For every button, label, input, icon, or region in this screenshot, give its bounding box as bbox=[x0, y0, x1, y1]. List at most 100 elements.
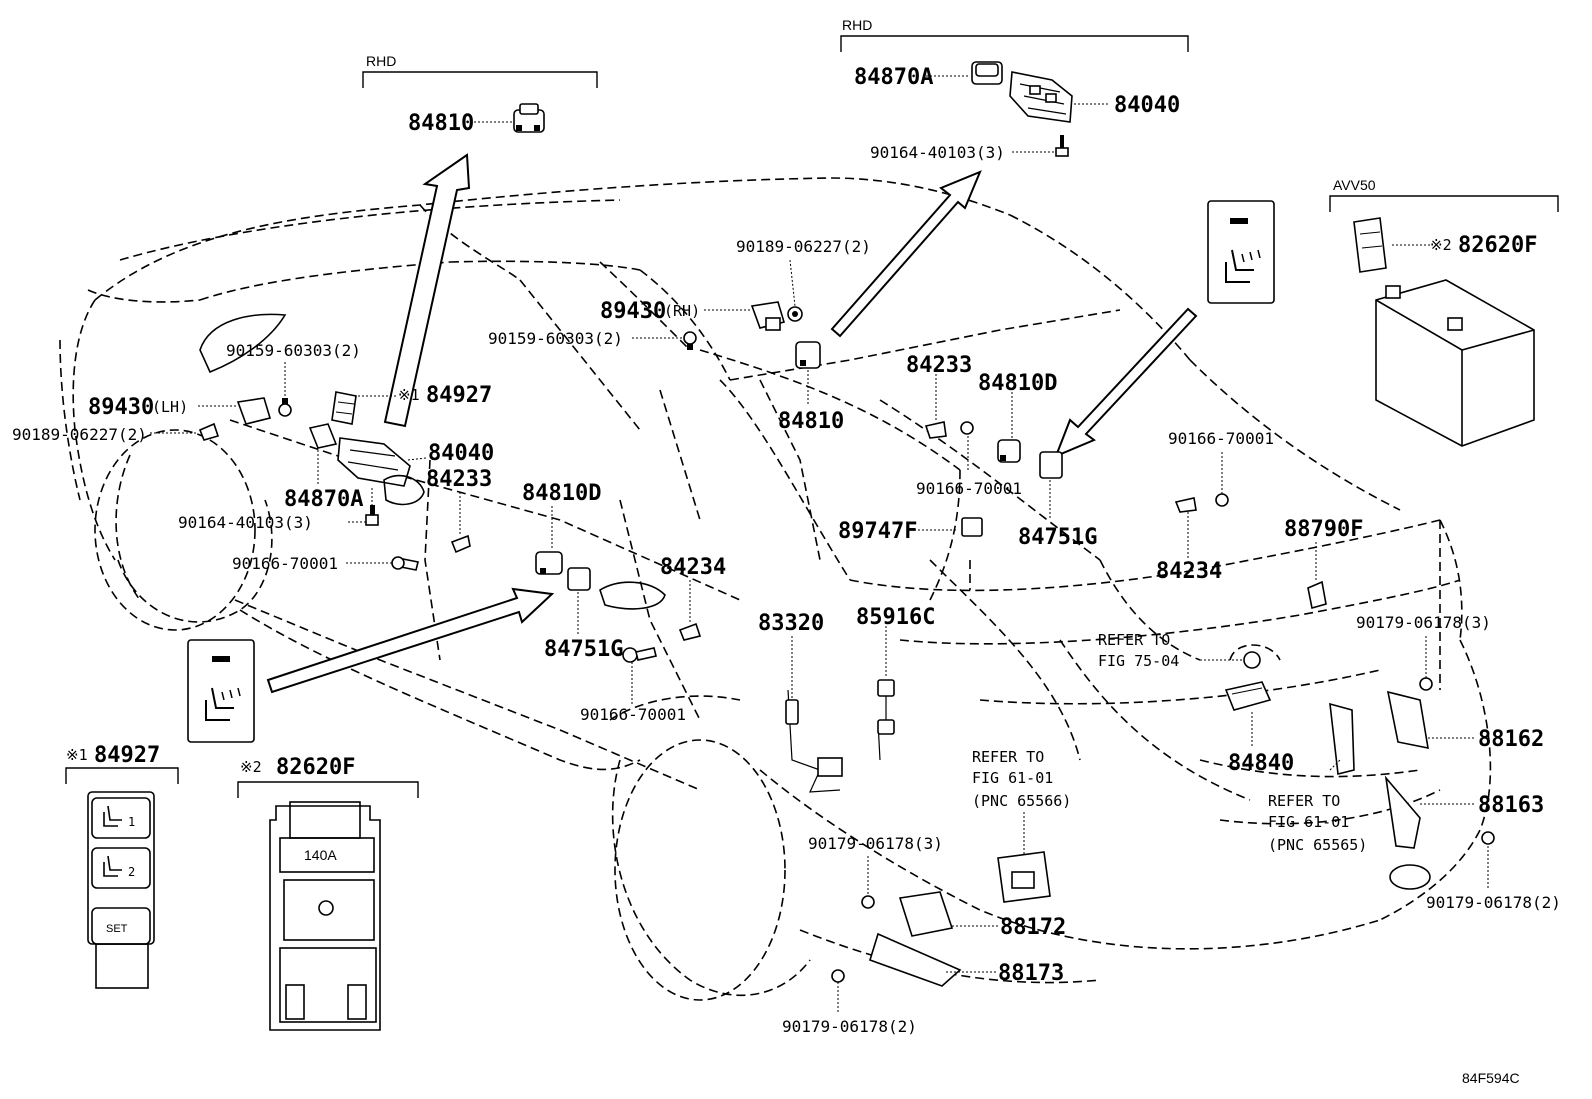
exhaust-tip bbox=[1389, 864, 1431, 890]
label-90179-2-right[interactable]: 90179-06178(2) bbox=[1426, 893, 1561, 912]
label-89430-rh[interactable]: 89430 bbox=[600, 299, 666, 324]
sensor-88172[interactable] bbox=[898, 851, 1051, 937]
inset2-title: 82620F bbox=[276, 755, 355, 780]
label-88173[interactable]: 88173 bbox=[998, 961, 1064, 986]
avv50-header: AVV50 bbox=[1333, 177, 1376, 193]
diagram-code: 84F594C bbox=[1462, 1070, 1520, 1086]
connector-85916C[interactable] bbox=[877, 679, 895, 761]
inset-82620F: ※2 82620F 140A bbox=[237, 755, 419, 1031]
label-84870A-top[interactable]: 84870A bbox=[854, 65, 933, 90]
label-90159-left[interactable]: 90159-60303(2) bbox=[226, 341, 361, 360]
switch-84810D-mid[interactable] bbox=[997, 439, 1021, 463]
label-90189-rh[interactable]: 90189-06227(2) bbox=[736, 237, 871, 256]
inset1-set-label: SET bbox=[106, 923, 128, 935]
sensor-89430-rh[interactable] bbox=[750, 301, 786, 331]
label-90164-left[interactable]: 90164-40103(3) bbox=[178, 513, 313, 532]
label-84927[interactable]: 84927 bbox=[426, 383, 492, 408]
master-switch-84040-left[interactable] bbox=[337, 437, 425, 506]
label-89747F[interactable]: 89747F bbox=[838, 519, 917, 544]
switch-84810D-left[interactable] bbox=[535, 551, 563, 575]
label-84810D-left[interactable]: 84810D bbox=[522, 481, 601, 506]
sensor-88162[interactable] bbox=[1386, 690, 1429, 750]
bracket-88163[interactable] bbox=[1329, 702, 1421, 849]
seat-heater-icon-left bbox=[187, 639, 255, 743]
bolt-90179-3-mid bbox=[861, 895, 875, 909]
label-89430-lh[interactable]: 89430 bbox=[88, 395, 154, 420]
relay-82620F[interactable] bbox=[1353, 217, 1387, 273]
label-84810-top[interactable]: 84810 bbox=[408, 111, 474, 136]
label-84810D-mid[interactable]: 84810D bbox=[978, 371, 1057, 396]
battery bbox=[1375, 279, 1535, 447]
switch-84751G-mid[interactable] bbox=[1039, 451, 1063, 479]
label-88172[interactable]: 88172 bbox=[1000, 915, 1066, 940]
ref-75-04: REFER TO FIG 75-04 bbox=[1098, 631, 1179, 670]
label-82620F[interactable]: 82620F bbox=[1458, 233, 1537, 258]
label-88790F[interactable]: 88790F bbox=[1284, 517, 1363, 542]
ref-61-01-a-line3: (PNC 65566) bbox=[972, 792, 1071, 810]
label-90166-right[interactable]: 90166-70001 bbox=[1168, 429, 1274, 448]
label-84040-left[interactable]: 84040 bbox=[428, 441, 494, 466]
screw-90166-mid bbox=[960, 421, 974, 435]
label-85916C[interactable]: 85916C bbox=[856, 605, 935, 630]
switch-84751G-left[interactable] bbox=[567, 567, 591, 591]
bolt-90179-2-bottom bbox=[831, 969, 845, 983]
label-90166-left[interactable]: 90166-70001 bbox=[232, 554, 338, 573]
clip-90189-lh bbox=[198, 422, 220, 441]
sensor-89747F[interactable] bbox=[961, 517, 983, 537]
switch-84840[interactable] bbox=[1224, 681, 1272, 711]
rhd-right-group: RHD bbox=[840, 17, 1189, 52]
rhd-left-header: RHD bbox=[366, 53, 396, 69]
camera-ref-75-04 bbox=[1229, 644, 1281, 669]
switch-84870A-left[interactable] bbox=[308, 423, 338, 449]
label-84751G-left[interactable]: 84751G bbox=[544, 637, 623, 662]
label-90179-3-mid[interactable]: 90179-06178(3) bbox=[808, 834, 943, 853]
label-84810-mid[interactable]: 84810 bbox=[778, 409, 844, 434]
label-89430-rh-suffix: (RH) bbox=[664, 302, 700, 320]
label-90189-lh[interactable]: 90189-06227(2) bbox=[12, 425, 147, 444]
avv50-group: AVV50 bbox=[1329, 177, 1559, 212]
label-84234-right[interactable]: 84234 bbox=[1156, 559, 1222, 584]
label-84840[interactable]: 84840 bbox=[1228, 751, 1294, 776]
door-handle-left bbox=[599, 581, 666, 610]
inset-84927: ※1 84927 1 2 SET bbox=[65, 743, 179, 989]
sensor-84233-mid bbox=[924, 421, 947, 439]
ref-61-01-b-line2: FIG 61-01 bbox=[1268, 813, 1349, 831]
label-84233-left[interactable]: 84233 bbox=[426, 467, 492, 492]
label-90179-2-bottom[interactable]: 90179-06178(2) bbox=[782, 1017, 917, 1036]
ref-61-01-b-line3: (PNC 65565) bbox=[1268, 836, 1367, 854]
screw-90166-right bbox=[1215, 493, 1229, 507]
memory-switch-84927[interactable] bbox=[331, 391, 357, 425]
label-84233-mid[interactable]: 84233 bbox=[906, 353, 972, 378]
inset2-note: ※2 bbox=[240, 758, 262, 776]
ref-61-01-a-line1: REFER TO bbox=[972, 748, 1044, 766]
label-83320[interactable]: 83320 bbox=[758, 611, 824, 636]
bolt-90159-right bbox=[683, 331, 697, 350]
label-84040-top[interactable]: 84040 bbox=[1114, 93, 1180, 118]
label-84234-left[interactable]: 84234 bbox=[660, 555, 726, 580]
sensor-84233-left bbox=[450, 534, 471, 554]
switch-84870A-top[interactable] bbox=[971, 61, 1003, 85]
label-88162[interactable]: 88162 bbox=[1478, 727, 1544, 752]
sensor-89430-lh[interactable] bbox=[236, 397, 272, 425]
label-90166-mid[interactable]: 90166-70001 bbox=[916, 479, 1022, 498]
label-90159-right[interactable]: 90159-60303(2) bbox=[488, 329, 623, 348]
ref-75-04-line2: FIG 75-04 bbox=[1098, 652, 1179, 670]
label-84870A-left[interactable]: 84870A bbox=[284, 487, 363, 512]
bracket-88173[interactable] bbox=[869, 932, 962, 987]
car-body-outline bbox=[59, 177, 1492, 1001]
label-90164-top[interactable]: 90164-40103(3) bbox=[870, 143, 1005, 162]
label-88163[interactable]: 88163 bbox=[1478, 793, 1544, 818]
label-90166-bottom[interactable]: 90166-70001 bbox=[580, 705, 686, 724]
harness-83320[interactable] bbox=[785, 689, 843, 793]
label-90179-3-right[interactable]: 90179-06178(3) bbox=[1356, 613, 1491, 632]
label-84751G-mid[interactable]: 84751G bbox=[1018, 525, 1097, 550]
screw-90166-left bbox=[391, 556, 419, 571]
switch-84810-mid[interactable] bbox=[795, 341, 821, 369]
sensor-88790F[interactable] bbox=[1307, 580, 1327, 610]
master-switch-84040-top[interactable] bbox=[1009, 71, 1073, 123]
inset2-fuse-label: 140A bbox=[304, 847, 337, 863]
screw-90164-left bbox=[365, 505, 379, 526]
switch-84810-top[interactable] bbox=[513, 103, 545, 133]
seat-heater-icon-right bbox=[1207, 200, 1275, 304]
